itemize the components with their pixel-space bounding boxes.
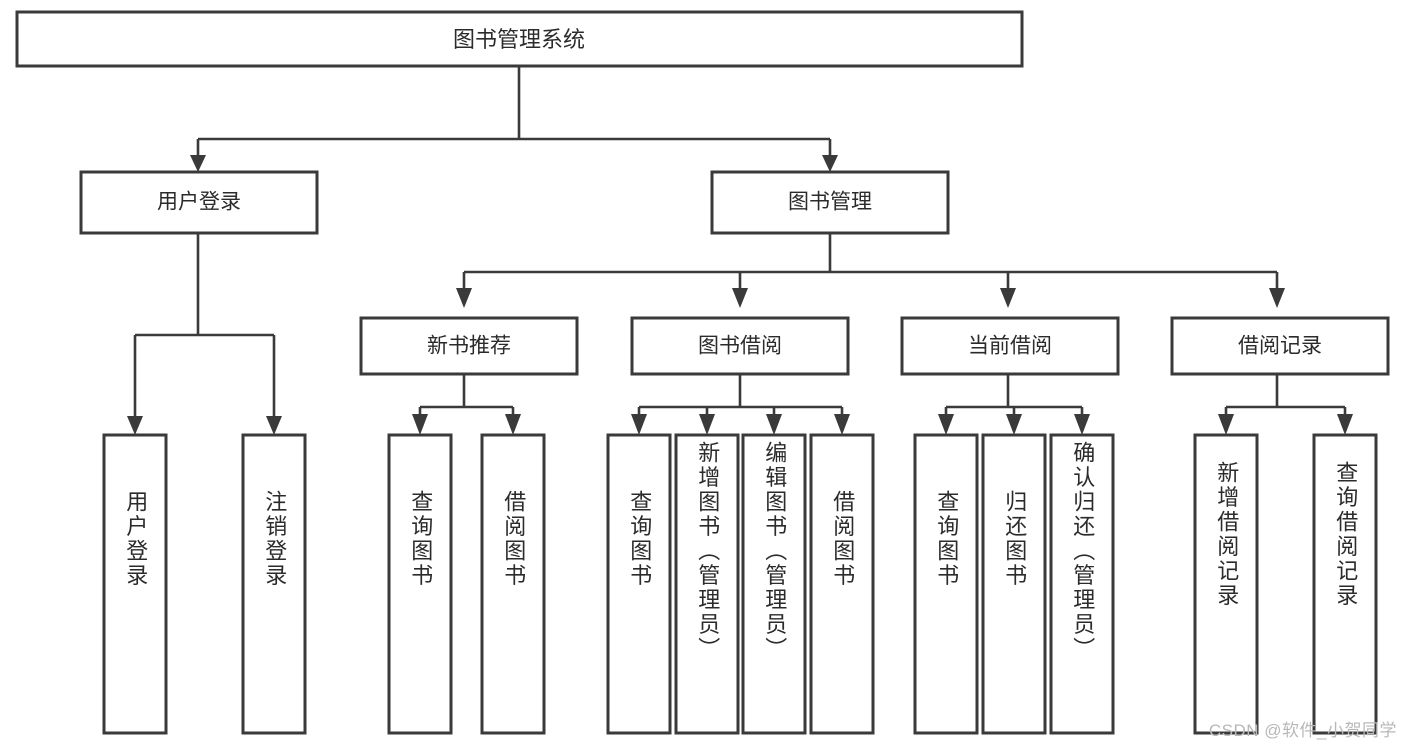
leaf-box-edit-book[interactable]: [741, 433, 807, 735]
connector-group-root: [190, 66, 838, 172]
connector-group-user-login: [127, 233, 282, 435]
node-current-borrow-box[interactable]: [900, 316, 1120, 376]
leaf-box-borrow-book-2[interactable]: [809, 433, 875, 735]
node-book-management-box[interactable]: [710, 170, 950, 235]
arrow-bm-to-book-borrow: [732, 288, 748, 308]
node-user-login[interactable]: 用户登录: [79, 170, 319, 235]
connector-group-current-borrow: [938, 374, 1090, 435]
node-current-borrow-label: 当前借阅: [968, 335, 1052, 358]
node-book-borrow-label: 图书借阅: [698, 335, 782, 358]
node-current-borrow[interactable]: 当前借阅: [900, 316, 1120, 376]
node-user-login-box[interactable]: [79, 170, 319, 235]
node-borrow-record-box[interactable]: [1170, 316, 1390, 376]
node-book-management-label: 图书管理: [788, 191, 872, 214]
node-borrow-record-label: 借阅记录: [1238, 335, 1322, 358]
arrow-cb-leaf-3: [1074, 414, 1090, 435]
leaf-box-add-book[interactable]: [674, 433, 740, 735]
arrow-bb-leaf-1: [631, 414, 647, 435]
node-root[interactable]: 图书管理系统: [15, 10, 1024, 68]
leaf-box-return-book[interactable]: [981, 433, 1047, 735]
arrow-br-leaf-1: [1218, 414, 1234, 435]
connector-group-book-management: [456, 233, 1285, 308]
node-borrow-record[interactable]: 借阅记录: [1170, 316, 1390, 376]
node-book-management[interactable]: 图书管理: [710, 170, 950, 235]
arrow-bb-leaf-3: [766, 414, 782, 435]
arrow-cb-leaf-2: [1006, 414, 1022, 435]
csdn-watermark: CSDN @软件_小贺同学: [1208, 721, 1397, 740]
arrow-bm-to-borrow-record: [1269, 288, 1285, 308]
arrow-nbr-leaf-2: [505, 414, 521, 435]
arrow-bm-to-new-book-recommend: [456, 288, 472, 308]
arrow-cb-leaf-1: [938, 414, 954, 435]
arrow-root-to-book-management: [822, 155, 838, 172]
arrow-nbr-leaf-1: [412, 414, 428, 435]
node-book-borrow[interactable]: 图书借阅: [630, 316, 850, 376]
leaf-box-confirm-return[interactable]: [1049, 433, 1115, 735]
leaf-box-query-record[interactable]: [1312, 433, 1378, 735]
connector-group-book-borrow: [631, 374, 850, 435]
leaf-box-query-book-1[interactable]: [387, 433, 453, 735]
node-user-login-label: 用户登录: [157, 191, 241, 214]
arrow-br-leaf-2: [1337, 414, 1353, 435]
node-new-book-recommend-box[interactable]: [359, 316, 579, 376]
arrow-bb-leaf-4: [834, 414, 850, 435]
arrow-user-login-leaf-1: [127, 416, 143, 435]
leaf-box-user-logout[interactable]: [241, 433, 307, 735]
node-root-box[interactable]: [15, 10, 1024, 68]
node-new-book-recommend[interactable]: 新书推荐: [359, 316, 579, 376]
connector-group-borrow-record: [1218, 374, 1353, 435]
arrow-bm-to-current-borrow: [1000, 288, 1016, 308]
leaf-box-query-book-2[interactable]: [606, 433, 672, 735]
leaf-box-add-record[interactable]: [1193, 433, 1259, 735]
arrow-user-login-leaf-2: [266, 416, 282, 435]
arrow-bb-leaf-2: [699, 414, 715, 435]
leaf-box-borrow-book-1[interactable]: [480, 433, 546, 735]
arrow-root-to-user-login: [190, 155, 206, 172]
node-new-book-recommend-label: 新书推荐: [427, 335, 511, 358]
connector-group-new-book-recommend: [412, 374, 521, 435]
node-book-borrow-box[interactable]: [630, 316, 850, 376]
leaf-box-user-login[interactable]: [102, 433, 168, 735]
leaf-box-query-book-3[interactable]: [913, 433, 979, 735]
node-root-label: 图书管理系统: [453, 27, 585, 52]
leaf-boxes: [102, 433, 1378, 735]
